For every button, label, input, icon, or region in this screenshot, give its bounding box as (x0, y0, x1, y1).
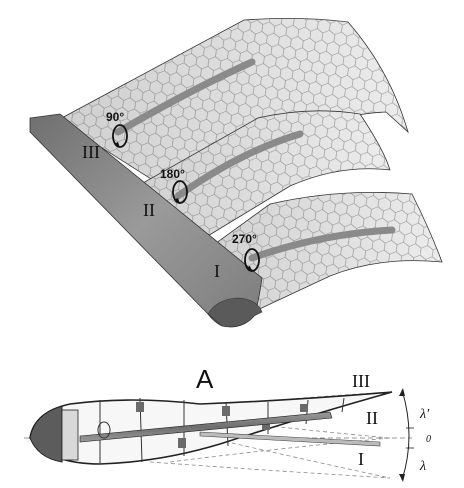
angle-arc (402, 390, 409, 480)
wing-3d-view: 90° 180° 270° III II I (30, 18, 442, 326)
airfoil-nose (30, 406, 62, 462)
position-label-III: III (352, 371, 370, 391)
angle-label-lower: λ (419, 459, 426, 474)
angle-label-I: 270° (232, 232, 257, 246)
angle-label-II: 180° (160, 167, 185, 181)
angle-arrow-up (399, 388, 405, 396)
section-label-II: II (143, 200, 155, 220)
angle-arrow-down (399, 474, 405, 482)
angle-label-upper: λ' (419, 407, 430, 422)
section-label-III: III (82, 142, 100, 162)
section-label-I: I (214, 261, 220, 281)
position-label-II: II (366, 408, 378, 428)
angle-label-III: 90° (106, 110, 124, 124)
nose-box (62, 410, 78, 460)
section-title: A (196, 364, 214, 394)
position-label-I: I (358, 449, 364, 469)
angle-label-zero: 0 (426, 434, 431, 445)
section-view: A (24, 364, 431, 482)
